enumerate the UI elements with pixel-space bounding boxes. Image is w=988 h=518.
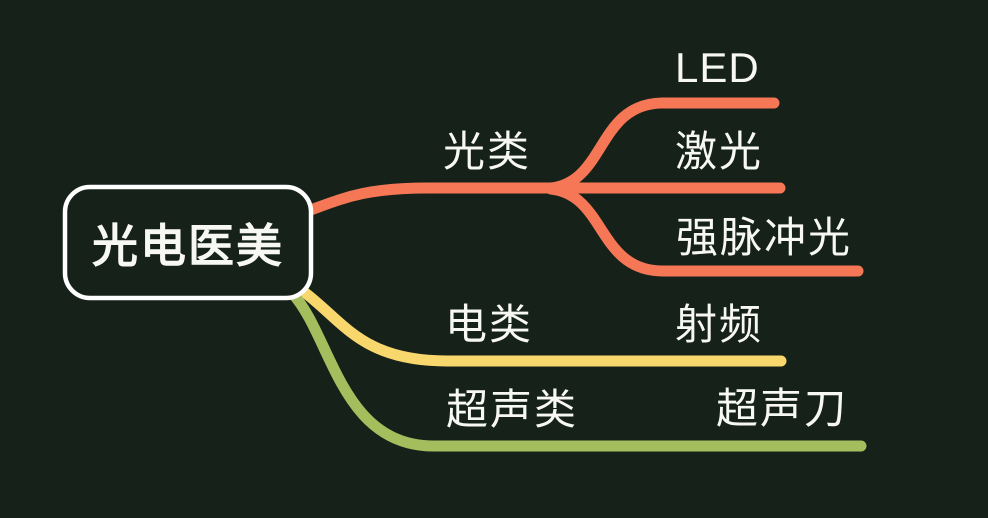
branch-line-electric	[298, 286, 787, 367]
branch-node-electric[interactable]: 电类	[445, 301, 534, 348]
leaf-node-radiofrequency[interactable]: 射频	[675, 301, 764, 348]
branch-line-ultrasound	[286, 287, 867, 452]
branch-line-light-main	[296, 182, 786, 219]
leaf-node-ultrasound-knife[interactable]: 超声刀	[716, 385, 849, 432]
branch-line-light-ipl	[545, 183, 864, 277]
root-node-label[interactable]: 光电医美	[92, 219, 284, 272]
leaf-node-led[interactable]: LED	[675, 44, 760, 91]
leaf-node-intense-pulsed-light[interactable]: 强脉冲光	[676, 214, 853, 261]
root-node-box[interactable]	[65, 187, 311, 298]
branch-node-ultrasound[interactable]: 超声类	[446, 386, 579, 433]
root-node-border	[62, 184, 314, 301]
leaf-node-laser[interactable]: 激光	[675, 128, 764, 175]
branch-line-light-led	[545, 97, 780, 194]
branch-node-light[interactable]: 光类	[443, 128, 532, 175]
